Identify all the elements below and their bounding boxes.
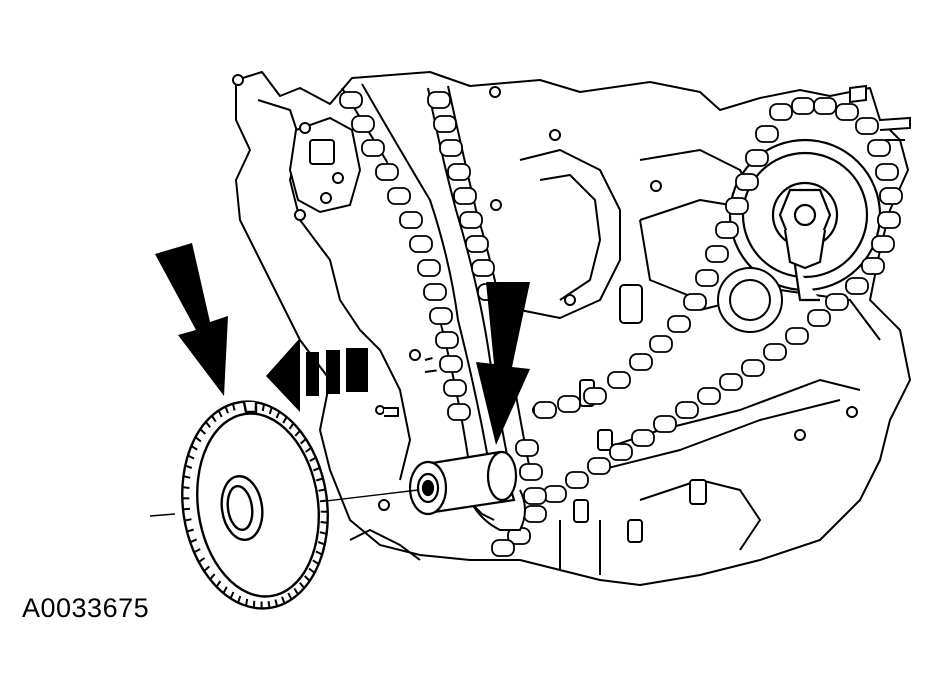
trigger-tooth — [318, 488, 326, 492]
trigger-tooth — [252, 600, 256, 608]
crankshaft-spacer — [408, 450, 518, 516]
trigger-tooth — [224, 406, 229, 414]
trigger-tooth — [209, 573, 216, 580]
trigger-tooth — [217, 410, 223, 418]
chain-links-left — [339, 91, 501, 421]
trigger-tooth — [186, 528, 194, 533]
trigger-tooth — [317, 541, 326, 546]
trigger-tooth — [254, 402, 258, 410]
trigger-tooth — [300, 438, 307, 445]
trigger-tooth — [190, 445, 198, 451]
trigger-tooth — [245, 598, 249, 606]
trigger-tooth — [287, 592, 293, 600]
trigger-tooth — [222, 586, 228, 594]
trigger-tooth — [237, 595, 242, 603]
solid-down-arrow-icon — [476, 282, 530, 445]
trigger-tooth — [274, 599, 279, 607]
trigger-tooth — [319, 499, 328, 503]
trigger-tooth — [199, 428, 206, 435]
trigger-tooth — [293, 587, 299, 595]
trigger-tooth — [316, 477, 324, 482]
timing-chain-lower — [491, 309, 831, 557]
trigger-tooth — [309, 456, 317, 462]
trigger-tooth — [312, 466, 321, 472]
trigger-tooth — [308, 567, 316, 574]
trigger-tooth — [320, 521, 328, 524]
timing-chain-right — [533, 97, 903, 419]
trigger-tooth — [215, 580, 222, 588]
trigger-tooth — [319, 531, 327, 535]
trigger-tooth — [281, 596, 286, 604]
trigger-tooth — [182, 486, 190, 489]
trigger-tooth — [205, 421, 211, 429]
trigger-tooth — [304, 447, 312, 453]
camshaft-sprocket — [728, 138, 882, 302]
trigger-tooth — [187, 454, 195, 460]
trigger-tooth — [231, 403, 236, 411]
figure-reference-number: A0033675 — [22, 593, 150, 623]
trigger-tooth — [193, 548, 201, 554]
trigger-tooth — [282, 416, 288, 424]
bolts — [232, 74, 911, 543]
trigger-tooth — [184, 518, 192, 522]
trigger-tooth — [304, 575, 311, 582]
trigger-tooth — [184, 464, 193, 469]
trigger-tooth — [203, 565, 210, 572]
trigger-tooth — [183, 475, 191, 479]
trigger-tooth — [315, 550, 323, 556]
trigger-tooth — [288, 422, 295, 430]
trigger-wheel — [181, 400, 329, 610]
trigger-tooth — [312, 559, 320, 565]
idler-sprocket — [717, 267, 783, 333]
trigger-tooth — [211, 415, 217, 423]
trigger-tooth — [294, 430, 301, 437]
trigger-tooth — [189, 538, 198, 544]
trigger-tooth — [275, 411, 281, 419]
trigger-tooth — [299, 581, 305, 589]
trigger-tooth — [198, 557, 206, 563]
trigger-wheel-teeth — [182, 402, 328, 609]
trigger-tooth — [268, 407, 273, 415]
solid-down-arrow-icon — [155, 243, 228, 396]
trigger-tooth — [261, 404, 265, 412]
dashed-left-arrow-icon — [266, 338, 368, 412]
trigger-tooth — [229, 591, 235, 599]
trigger-tooth — [267, 600, 271, 609]
cover-plate — [288, 116, 362, 221]
trigger-tooth — [194, 436, 202, 443]
trigger-tooth — [182, 507, 191, 511]
